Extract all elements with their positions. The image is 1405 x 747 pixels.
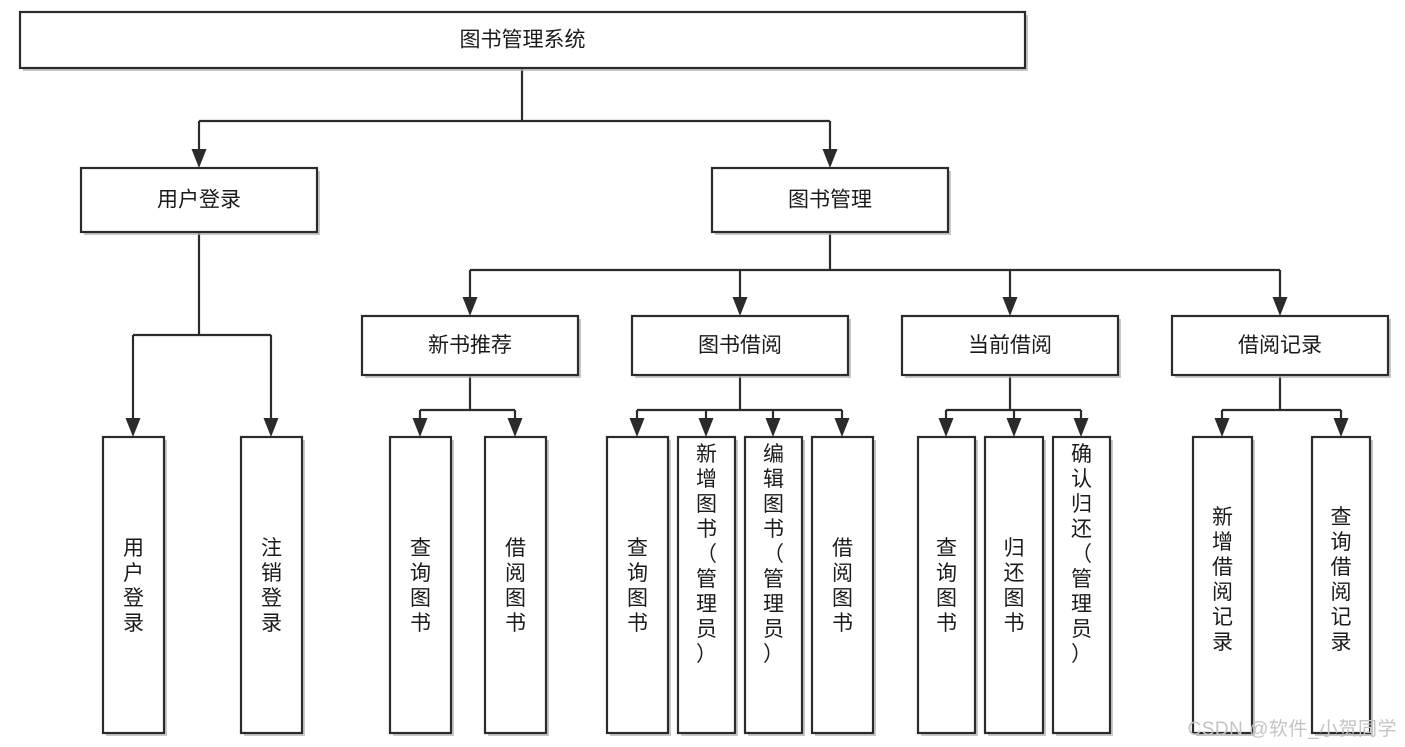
node-leaf-add-borrow-record[interactable]: 新增借阅记录 xyxy=(1191,435,1255,736)
node-box[interactable] xyxy=(360,314,580,377)
connector-arrowhead xyxy=(412,418,428,437)
connector-arrowhead xyxy=(938,418,954,437)
node-box[interactable] xyxy=(900,314,1120,377)
node-box[interactable] xyxy=(483,435,548,735)
node-label: 新书推荐 xyxy=(428,334,512,357)
node-leaf-query-book-recommend[interactable]: 查询图书 xyxy=(388,435,454,736)
connector-arrowhead xyxy=(698,418,714,437)
node-book-borrow[interactable]: 图书借阅 xyxy=(630,314,851,378)
node-box[interactable] xyxy=(1170,314,1390,377)
node-label: 查询图书 xyxy=(936,537,957,635)
connector-arrowhead xyxy=(1002,297,1018,316)
node-label: 查询图书 xyxy=(627,537,648,635)
node-box[interactable] xyxy=(630,314,850,377)
node-leaf-borrow-book-recommend[interactable]: 借阅图书 xyxy=(483,435,549,736)
connector-group xyxy=(412,375,523,437)
node-leaf-query-book-borrow[interactable]: 查询图书 xyxy=(605,435,671,736)
node-box[interactable] xyxy=(810,435,875,735)
connector-arrowhead xyxy=(1333,418,1349,437)
connector-group xyxy=(191,68,838,168)
node-label: 借阅记录 xyxy=(1238,334,1322,357)
node-root[interactable]: 图书管理系统 xyxy=(18,10,1028,71)
connector-arrowhead xyxy=(1073,418,1089,437)
connector-arrowhead xyxy=(507,418,523,437)
node-box[interactable] xyxy=(79,166,319,234)
connector-arrowhead xyxy=(629,418,645,437)
node-label: 借阅图书 xyxy=(832,537,853,635)
connector-arrowhead xyxy=(732,297,748,316)
csdn-watermark: CSDN @软件_小贺同学 xyxy=(1187,719,1397,740)
node-label: 图书管理系统 xyxy=(460,29,586,52)
connector-group xyxy=(938,375,1089,437)
connector-arrowhead xyxy=(822,149,838,168)
node-label: 用户登录 xyxy=(157,189,241,212)
node-box[interactable] xyxy=(916,435,977,735)
node-label: 借阅图书 xyxy=(505,537,526,635)
connector-group xyxy=(125,232,279,437)
node-box[interactable] xyxy=(605,435,670,735)
connector-arrowhead xyxy=(765,418,781,437)
node-label: 用户登录 xyxy=(123,537,144,635)
connector-arrowhead xyxy=(125,418,141,437)
connector-arrowhead xyxy=(263,418,279,437)
node-new-book-recommend[interactable]: 新书推荐 xyxy=(360,314,581,378)
node-label: 当前借阅 xyxy=(968,334,1052,357)
node-borrow-record[interactable]: 借阅记录 xyxy=(1170,314,1391,378)
node-label: 查询借阅记录 xyxy=(1331,506,1352,654)
node-box[interactable] xyxy=(1191,435,1254,735)
node-box[interactable] xyxy=(18,10,1027,70)
connectors-layer xyxy=(125,68,1349,437)
node-box[interactable] xyxy=(710,166,950,234)
node-box[interactable] xyxy=(676,435,737,735)
node-label: 图书借阅 xyxy=(698,334,782,357)
node-leaf-return-book[interactable]: 归还图书 xyxy=(983,435,1046,736)
node-label: 新增借阅记录 xyxy=(1212,506,1233,654)
node-box[interactable] xyxy=(388,435,453,735)
node-label: 新增图书（管理员） xyxy=(696,443,717,666)
node-leaf-borrow-book[interactable]: 借阅图书 xyxy=(810,435,876,736)
connector-arrowhead xyxy=(1006,418,1022,437)
node-book-management[interactable]: 图书管理 xyxy=(710,166,951,235)
node-leaf-confirm-return-admin[interactable]: 确认归还（管理员） xyxy=(1051,435,1113,736)
connector-arrowhead xyxy=(834,418,850,437)
connector-arrowhead xyxy=(1272,297,1288,316)
node-box[interactable] xyxy=(983,435,1045,735)
node-label: 查询图书 xyxy=(410,537,431,635)
node-box[interactable] xyxy=(743,435,804,735)
node-current-borrow[interactable]: 当前借阅 xyxy=(900,314,1121,378)
node-label: 图书管理 xyxy=(788,189,872,212)
connector-group xyxy=(629,375,850,437)
connector-group xyxy=(462,232,1288,316)
node-label: 归还图书 xyxy=(1004,537,1025,635)
node-box[interactable] xyxy=(1310,435,1372,735)
node-label: 注销登录 xyxy=(261,537,282,635)
connector-arrowhead xyxy=(1214,418,1230,437)
node-box[interactable] xyxy=(239,435,304,735)
connector-arrowhead xyxy=(191,149,207,168)
node-user-login[interactable]: 用户登录 xyxy=(79,166,320,235)
node-leaf-query-book-current[interactable]: 查询图书 xyxy=(916,435,978,736)
node-leaf-add-book-admin[interactable]: 新增图书（管理员） xyxy=(676,435,738,736)
nodes-layer: 图书管理系统用户登录图书管理新书推荐图书借阅当前借阅借阅记录用户登录注销登录查询… xyxy=(18,10,1391,736)
connector-arrowhead xyxy=(462,297,478,316)
node-box[interactable] xyxy=(1051,435,1112,735)
node-label: 编辑图书（管理员） xyxy=(763,443,784,666)
node-box[interactable] xyxy=(101,435,166,735)
node-leaf-query-borrow-record[interactable]: 查询借阅记录 xyxy=(1310,435,1373,736)
node-leaf-edit-book-admin[interactable]: 编辑图书（管理员） xyxy=(743,435,805,736)
node-leaf-user-login[interactable]: 用户登录 xyxy=(101,435,167,736)
node-leaf-logout[interactable]: 注销登录 xyxy=(239,435,305,736)
node-label: 确认归还（管理员） xyxy=(1071,443,1092,666)
connector-group xyxy=(1214,375,1349,437)
